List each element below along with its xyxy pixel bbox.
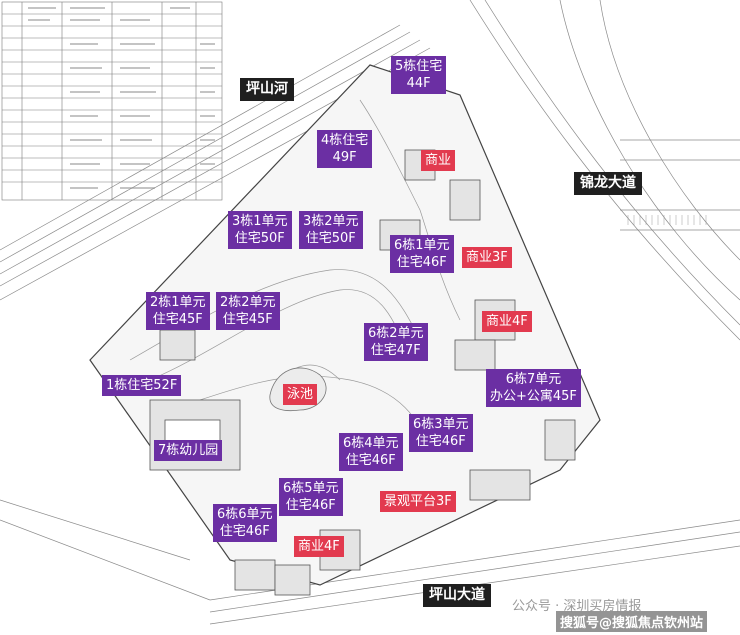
building-3-unit-2-label: 3栋2单元住宅50F xyxy=(299,211,363,249)
pingshan-avenue-label: 坪山大道 xyxy=(423,584,491,607)
rail-ticks xyxy=(627,215,707,225)
building-7-kindergarten-label: 7栋幼儿园 xyxy=(154,440,223,461)
commercial-4f-south-label: 商业4F xyxy=(294,536,344,557)
building-2-unit-2-label: 2栋2单元住宅45F xyxy=(216,292,280,330)
commercial-3f-label: 商业3F xyxy=(462,247,512,268)
commercial-4f-east-label: 商业4F xyxy=(482,311,532,332)
commercial-label: 商业 xyxy=(421,150,456,171)
jinlong-avenue-label: 锦龙大道 xyxy=(574,172,642,195)
building-6-unit-7-label: 6栋7单元办公+公寓45F xyxy=(486,369,581,407)
pool-label: 泳池 xyxy=(283,384,318,405)
building-6-unit-3-label: 6栋3单元住宅46F xyxy=(409,414,473,452)
viewing-platform-label: 景观平台3F xyxy=(380,491,456,512)
data-table xyxy=(1,1,223,201)
building-6-unit-1-label: 6栋1单元住宅46F xyxy=(390,235,454,273)
wechat-watermark: 公众号 · 深圳买房情报 xyxy=(512,599,642,614)
building-3-unit-1-label: 3栋1单元住宅50F xyxy=(228,211,292,249)
building-6-unit-2-label: 6栋2单元住宅47F xyxy=(364,323,428,361)
right-road-lines xyxy=(469,0,740,341)
building-6-unit-5-label: 6栋5单元住宅46F xyxy=(279,478,343,516)
building-6-unit-6-label: 6栋6单元住宅46F xyxy=(213,504,277,542)
building-2-unit-1-label: 2栋1单元住宅45F xyxy=(146,292,210,330)
pingshan-river-label: 坪山河 xyxy=(240,78,294,101)
building-6-unit-4-label: 6栋4单元住宅46F xyxy=(339,433,403,471)
building-1-label: 1栋住宅52F xyxy=(102,375,182,396)
sohu-watermark: 搜狐号@搜狐焦点钦州站 xyxy=(556,611,708,632)
